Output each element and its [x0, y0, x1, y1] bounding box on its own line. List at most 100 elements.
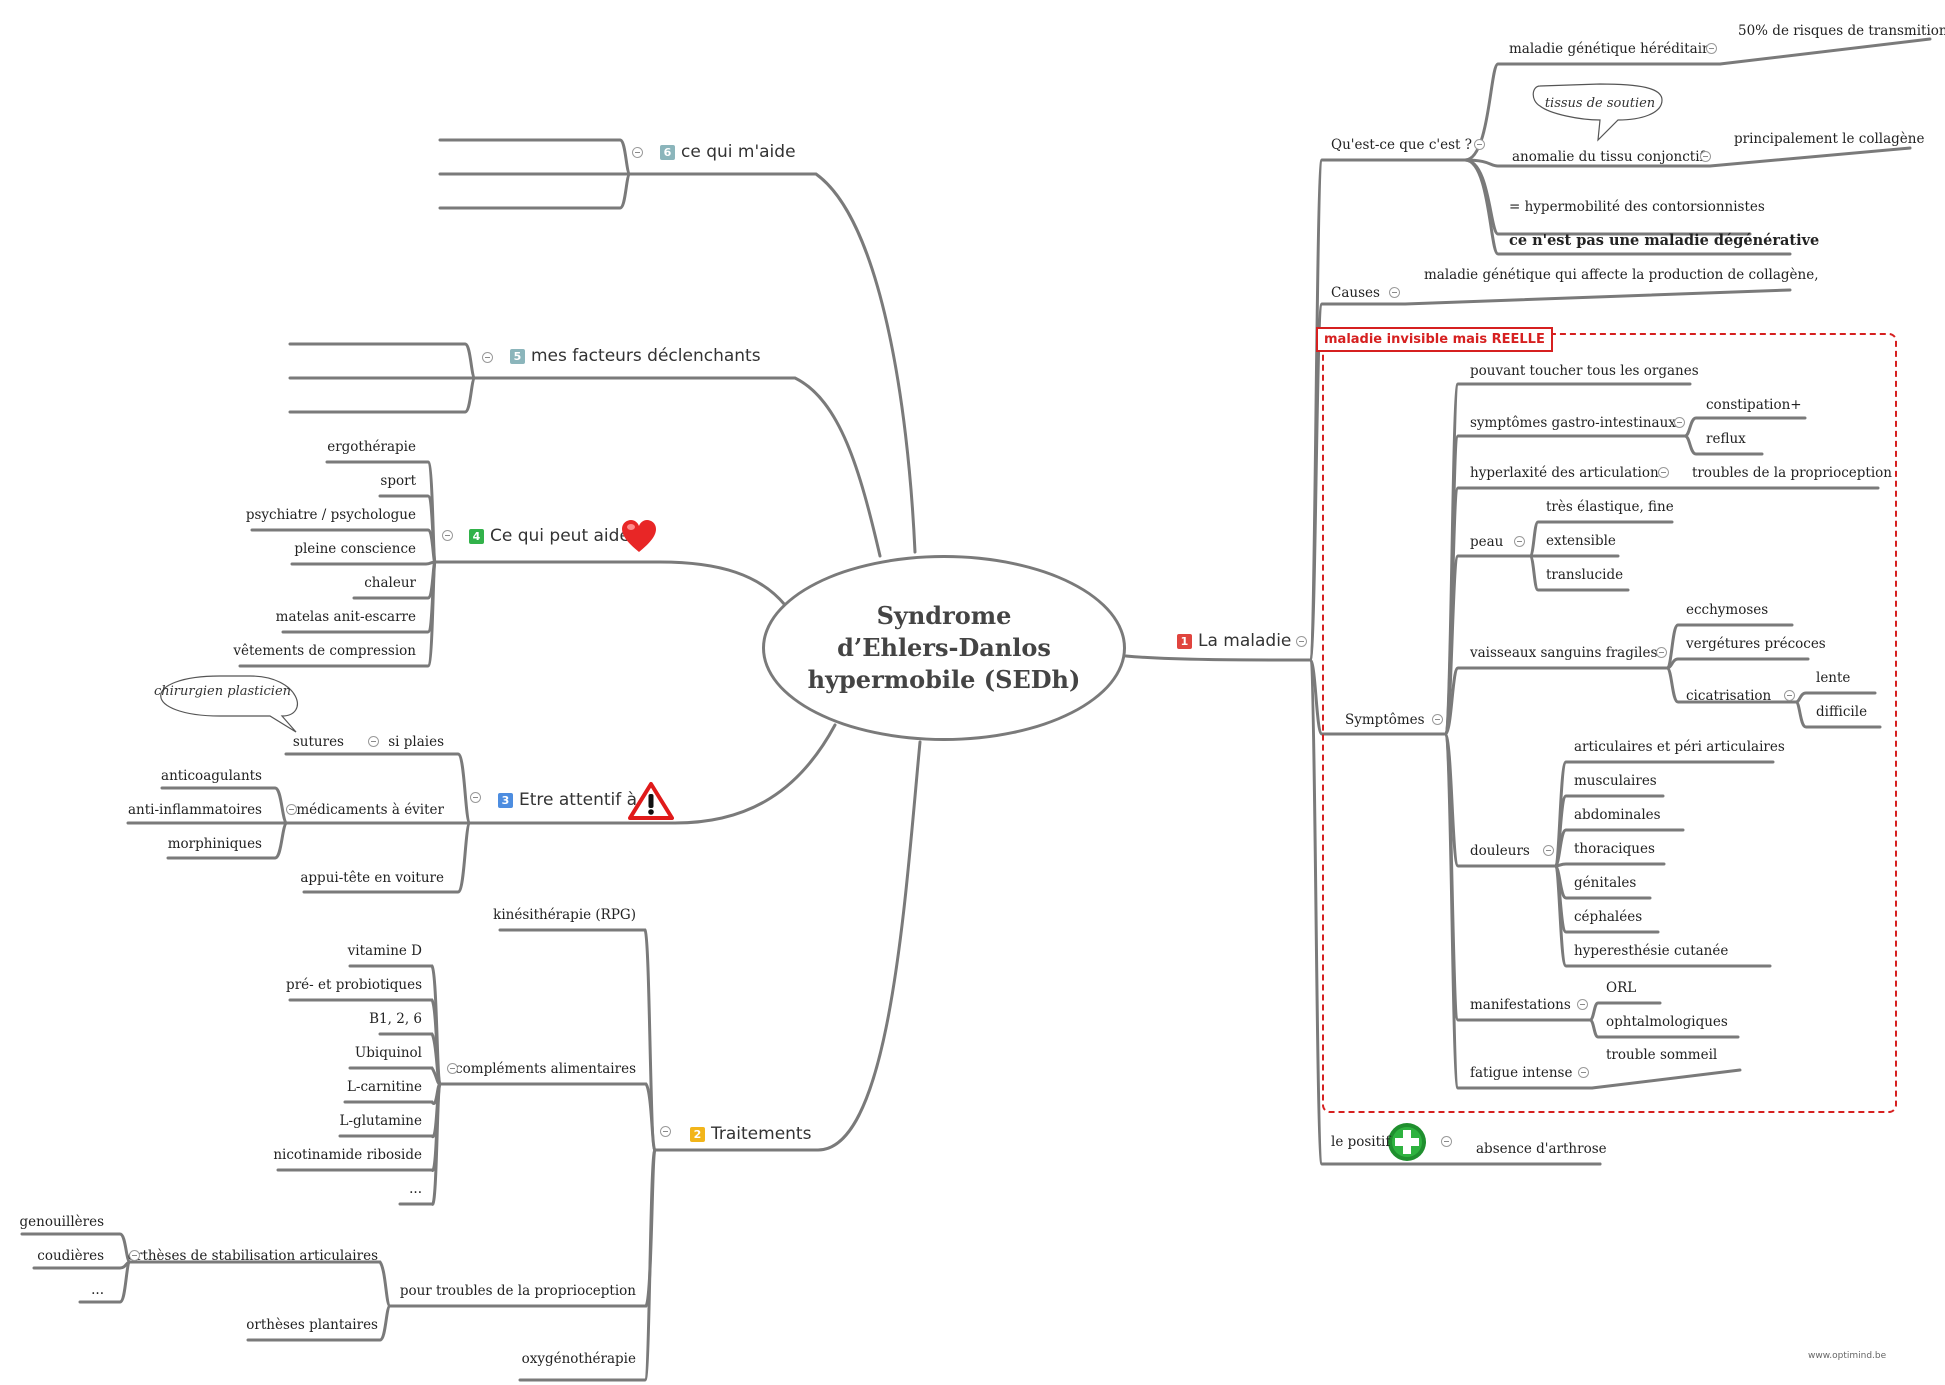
collapse-toggle[interactable]: [1441, 1136, 1452, 1147]
branch-facteurs-declenchants[interactable]: 5 mes facteurs déclenchants: [510, 346, 761, 366]
node-genouilleres[interactable]: genouillères: [19, 1214, 104, 1230]
node-glutamine[interactable]: L-glutamine: [339, 1113, 422, 1129]
node-pleine-conscience[interactable]: pleine conscience: [294, 541, 416, 557]
node-cicatrisation[interactable]: cicatrisation: [1686, 688, 1772, 704]
node-abdominales[interactable]: abdominales: [1574, 807, 1661, 823]
node-arthrose[interactable]: absence d'arthrose: [1476, 1141, 1607, 1157]
node-vitamine-d[interactable]: vitamine D: [347, 943, 422, 959]
collapse-toggle[interactable]: [442, 530, 453, 541]
node-extensible[interactable]: extensible: [1546, 533, 1616, 549]
branch-ce-qui-m-aide[interactable]: 6 ce qui m'aide: [660, 142, 796, 162]
node-ortheses-stab[interactable]: orthèses de stabilisation articulaires: [127, 1248, 378, 1264]
node-cephalees[interactable]: céphalées: [1574, 909, 1643, 925]
node-hypermobilite[interactable]: = hypermobilité des contorsionnistes: [1509, 199, 1765, 215]
node-genitales[interactable]: génitales: [1574, 875, 1637, 891]
branch-etre-attentif[interactable]: 3 Etre attentif à: [498, 790, 637, 810]
collapse-toggle[interactable]: [1543, 845, 1554, 856]
node-ecchymoses[interactable]: ecchymoses: [1686, 602, 1769, 618]
node-vergetures[interactable]: vergétures précoces: [1686, 636, 1826, 652]
node-oxygenotherapie[interactable]: oxygénothérapie: [521, 1351, 636, 1367]
collapse-toggle[interactable]: [1706, 43, 1717, 54]
collapse-toggle[interactable]: [482, 352, 493, 363]
node-symptomes[interactable]: Symptômes: [1345, 712, 1425, 728]
node-reflux[interactable]: reflux: [1706, 431, 1746, 447]
node-vaisseaux[interactable]: vaisseaux sanguins fragiles: [1470, 645, 1658, 661]
node-psy[interactable]: psychiatre / psychologue: [245, 507, 416, 523]
node-elastique[interactable]: très élastique, fine: [1546, 499, 1674, 515]
node-manifestations[interactable]: manifestations: [1470, 997, 1571, 1013]
node-causes-detail[interactable]: maladie génétique qui affecte la product…: [1424, 267, 1819, 283]
node-articulaires[interactable]: articulaires et péri articulaires: [1574, 739, 1785, 755]
node-vetements[interactable]: vêtements de compression: [233, 643, 416, 659]
node-hyperesthesie[interactable]: hyperesthésie cutanée: [1574, 943, 1729, 959]
node-peau[interactable]: peau: [1470, 534, 1504, 550]
node-b126[interactable]: B1, 2, 6: [369, 1011, 422, 1027]
node-proprioception[interactable]: troubles de la proprioception: [1692, 465, 1892, 481]
collapse-toggle[interactable]: [1578, 1067, 1589, 1078]
node-probiotiques[interactable]: pré- et probiotiques: [286, 977, 422, 993]
node-le-positif[interactable]: le positif: [1331, 1134, 1391, 1150]
collapse-toggle[interactable]: [1474, 139, 1485, 150]
node-kine[interactable]: kinésithérapie (RPG): [493, 907, 636, 923]
node-anomalie[interactable]: anomalie du tissu conjonctif: [1512, 149, 1705, 165]
node-tous-organes[interactable]: pouvant toucher tous les organes: [1470, 363, 1699, 379]
collapse-toggle[interactable]: [470, 792, 481, 803]
node-ergotherapie[interactable]: ergothérapie: [327, 439, 416, 455]
collapse-toggle[interactable]: [286, 804, 297, 815]
node-anticoagulants[interactable]: anticoagulants: [161, 768, 262, 784]
node-risque[interactable]: 50% de risques de transmition: [1738, 23, 1945, 39]
node-difficile[interactable]: difficile: [1816, 704, 1868, 720]
node-sport[interactable]: sport: [380, 473, 416, 489]
node-appui-tete[interactable]: appui-tête en voiture: [300, 870, 444, 886]
node-sutures[interactable]: sutures: [292, 734, 344, 750]
collapse-toggle[interactable]: [1656, 647, 1667, 658]
node-chaleur[interactable]: chaleur: [364, 575, 416, 591]
collapse-toggle[interactable]: [1658, 467, 1669, 478]
branch-la-maladie[interactable]: 1 La maladie: [1177, 631, 1291, 651]
collapse-toggle[interactable]: [660, 1126, 671, 1137]
node-douleurs[interactable]: douleurs: [1470, 843, 1530, 859]
node-etc-ortheses[interactable]: ...: [91, 1282, 104, 1298]
node-morphiniques[interactable]: morphiniques: [167, 836, 262, 852]
node-sommeil[interactable]: trouble sommeil: [1606, 1047, 1718, 1063]
node-si-plaies[interactable]: si plaies: [388, 734, 444, 750]
node-etc-complements[interactable]: ...: [409, 1181, 422, 1197]
node-ophtalmo[interactable]: ophtalmologiques: [1606, 1014, 1728, 1030]
node-non-degenerative[interactable]: ce n'est pas une maladie dégénérative: [1509, 232, 1820, 249]
node-proprio-troubles[interactable]: pour troubles de la proprioception: [399, 1283, 636, 1299]
node-thoraciques[interactable]: thoraciques: [1574, 841, 1655, 857]
branch-ce-qui-peut-aider[interactable]: 4 Ce qui peut aider: [469, 526, 637, 546]
collapse-toggle[interactable]: [1432, 714, 1443, 725]
collapse-toggle[interactable]: [1674, 417, 1685, 428]
collapse-toggle[interactable]: [129, 1250, 140, 1261]
node-quest-ce[interactable]: Qu'est-ce que c'est ?: [1331, 137, 1472, 153]
branch-traitements[interactable]: 2 Traitements: [690, 1124, 811, 1144]
collapse-toggle[interactable]: [447, 1063, 458, 1074]
node-orl[interactable]: ORL: [1606, 980, 1637, 996]
collapse-toggle[interactable]: [1577, 999, 1588, 1010]
node-hyperlaxite[interactable]: hyperlaxité des articulations: [1470, 465, 1666, 481]
node-genetique[interactable]: maladie génétique héréditaire: [1509, 41, 1717, 57]
collapse-toggle[interactable]: [632, 147, 643, 158]
node-collagene[interactable]: principalement le collagène: [1734, 131, 1925, 147]
collapse-toggle[interactable]: [1389, 287, 1400, 298]
node-causes[interactable]: Causes: [1331, 285, 1380, 301]
node-constipation[interactable]: constipation+: [1706, 397, 1802, 413]
node-complements[interactable]: compléments alimentaires: [455, 1061, 636, 1077]
node-gastro[interactable]: symptômes gastro-intestinaux: [1470, 415, 1676, 431]
collapse-toggle[interactable]: [1296, 636, 1307, 647]
node-musculaires[interactable]: musculaires: [1574, 773, 1657, 789]
node-translucide[interactable]: translucide: [1546, 567, 1624, 583]
collapse-toggle[interactable]: [1514, 536, 1525, 547]
node-anti-inflammatoires[interactable]: anti-inflammatoires: [127, 802, 262, 818]
collapse-toggle[interactable]: [1784, 690, 1795, 701]
collapse-toggle[interactable]: [368, 736, 379, 747]
node-plantaires[interactable]: orthèses plantaires: [246, 1317, 378, 1333]
node-nicotinamide[interactable]: nicotinamide riboside: [273, 1147, 422, 1163]
collapse-toggle[interactable]: [1700, 151, 1711, 162]
node-lente[interactable]: lente: [1816, 670, 1851, 686]
node-coudieres[interactable]: coudières: [37, 1248, 104, 1264]
node-carnitine[interactable]: L-carnitine: [346, 1079, 422, 1095]
node-medicaments[interactable]: médicaments à éviter: [296, 802, 444, 818]
